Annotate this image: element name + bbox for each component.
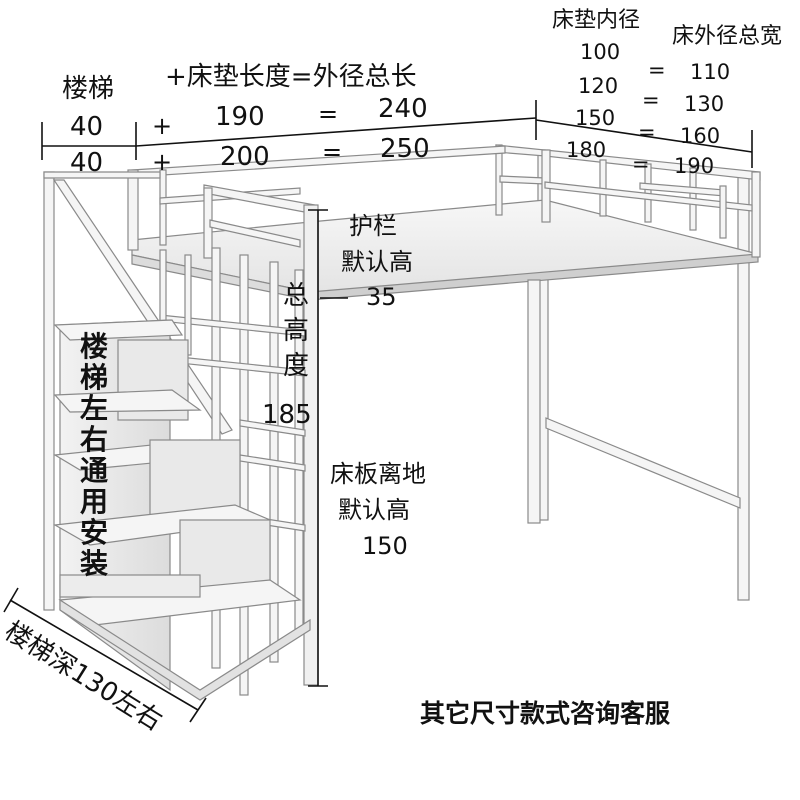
front-right-post	[527, 279, 541, 524]
length-row-2-eq: =	[322, 138, 343, 166]
width-row-2-inner: 120	[578, 74, 619, 98]
stair-cabinet	[43, 169, 311, 701]
width-row-1-eq: =	[648, 58, 666, 82]
stair-note-char: 左	[79, 392, 108, 425]
stair-note-char: 装	[79, 547, 108, 580]
length-row-1-eq: =	[318, 100, 339, 128]
width-inner-label: 床垫内径	[552, 8, 641, 33]
total-height-char: 度	[282, 351, 309, 381]
length-row-1-plus: +	[152, 112, 173, 140]
board-height-label-2: 默认高	[338, 496, 410, 524]
length-row-2-total: 250	[380, 134, 430, 164]
stair-note-char: 通	[79, 454, 108, 487]
stair-step-1	[53, 319, 184, 341]
width-row-1-outer: 110	[690, 60, 731, 84]
bed-length-line	[135, 117, 537, 147]
stair-note-char: 梯	[79, 361, 108, 394]
stair-width-value-2: 40	[70, 148, 104, 178]
length-row-1-mattress: 190	[215, 102, 265, 132]
length-row-1-total: 240	[378, 94, 428, 124]
front-left-post	[303, 204, 319, 686]
total-height-char: 总	[282, 281, 309, 311]
guardrail-label-2: 默认高	[341, 248, 413, 276]
stair-note-char: 安	[79, 516, 108, 549]
width-row-3-inner: 150	[575, 106, 616, 130]
width-row-2-outer: 130	[684, 92, 725, 116]
length-formula-header: +床垫长度=外径总长	[165, 62, 417, 92]
contact-note: 其它尺寸款式咨询客服	[420, 699, 671, 728]
guardrail-label-1: 护栏	[349, 212, 397, 240]
width-row-3-eq: =	[638, 120, 656, 144]
guardrail-value: 35	[366, 283, 397, 311]
width-row-3-outer: 160	[680, 124, 721, 148]
stair-note-char: 楼	[79, 330, 108, 363]
width-row-4-outer: 190	[674, 154, 715, 178]
length-row-2-plus: +	[152, 148, 173, 176]
stair-note-char: 右	[79, 423, 108, 456]
bed-width-line	[535, 119, 753, 153]
stair-width-value-1: 40	[70, 112, 104, 142]
width-row-1-inner: 100	[580, 40, 621, 64]
back-guard-rail	[495, 144, 761, 258]
stair-width-title: 楼梯	[62, 74, 115, 104]
width-row-4-inner: 180	[566, 138, 607, 162]
width-row-2-eq: =	[642, 88, 660, 112]
length-row-2-mattress: 200	[220, 142, 270, 172]
total-height-value: 185	[262, 400, 312, 430]
stair-step-2	[53, 389, 202, 413]
cabinet-bottom	[59, 598, 311, 701]
board-height-label-1: 床板离地	[330, 460, 426, 488]
dimension-lines	[3, 100, 753, 723]
width-row-4-eq: =	[632, 152, 650, 176]
front-guard-rail	[203, 184, 316, 259]
board-height-value: 150	[362, 532, 408, 560]
total-height-label: 总 高 度	[278, 282, 314, 387]
total-height-char: 高	[282, 316, 309, 346]
back-cross-bar	[545, 417, 741, 509]
stair-note: 楼 梯 左 右 通 用 安 装	[76, 330, 112, 580]
width-outer-label: 床外径总宽	[672, 24, 783, 49]
back-right-post	[737, 174, 750, 601]
stair-note-char: 用	[79, 485, 108, 518]
stair-depth-line	[9, 599, 199, 711]
